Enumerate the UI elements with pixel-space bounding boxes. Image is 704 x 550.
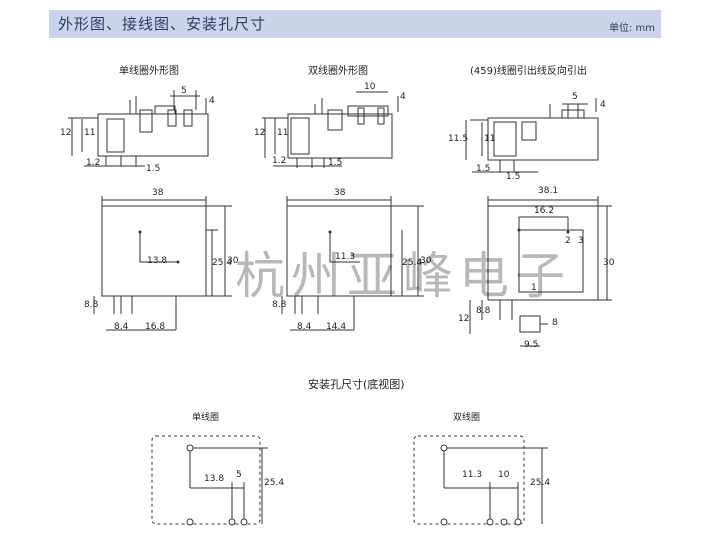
pin-hole xyxy=(240,518,248,526)
dim-label: 8.8 xyxy=(476,306,491,316)
pin-hole xyxy=(186,518,194,526)
dim-label: 8.8 xyxy=(272,300,287,310)
pin-hole xyxy=(186,444,194,452)
dim-label: 3 xyxy=(578,236,584,246)
dim-label: 1.2 xyxy=(272,156,287,166)
dim-label: 30 xyxy=(603,258,615,268)
dim-label: 5 xyxy=(181,86,187,96)
dim-label: 25.4 xyxy=(264,478,285,488)
dim-label: 25.4 xyxy=(530,478,551,488)
single-coil-mount-outline xyxy=(151,435,268,525)
dim-label: 12 xyxy=(60,128,72,138)
dim-label: 2 xyxy=(565,236,571,246)
section-header: 外形图、接线图、安装孔尺寸 单位: mm xyxy=(49,10,661,38)
dim-label: 16.8 xyxy=(145,322,166,332)
single-coil-front-outline xyxy=(93,196,232,331)
dim-label: 11 xyxy=(484,134,496,144)
single-coil-outline-title: 单线圈外形图 xyxy=(119,66,179,77)
dim-label: 16.2 xyxy=(534,206,555,216)
dim-label: 1.5 xyxy=(506,172,521,182)
pin-hole xyxy=(228,518,236,526)
single-coil-side-outline xyxy=(68,90,209,167)
pin-hole xyxy=(500,518,508,526)
dim-label: 9.5 xyxy=(524,340,539,350)
dim-label: 8 xyxy=(552,318,558,328)
pin-hole xyxy=(514,518,522,526)
dim-label: 11 xyxy=(84,128,96,138)
dim-label: 13.8 xyxy=(147,256,168,266)
double-coil-mount-outline xyxy=(413,435,548,525)
reverse-lead-front-outline xyxy=(469,196,612,347)
mount-single-title: 单线圈 xyxy=(192,413,220,423)
dim-label: 11.3 xyxy=(462,470,483,480)
double-coil-front-outline xyxy=(281,196,424,331)
dim-label: 5 xyxy=(572,92,578,102)
dim-label: 30 xyxy=(227,256,239,266)
dim-label: 8.4 xyxy=(297,322,312,332)
reverse-lead-title: (459)线圈引出线反向引出 xyxy=(470,66,587,77)
dim-label: 10 xyxy=(498,470,510,480)
dim-label: 12 xyxy=(254,128,266,138)
reverse-lead-side-outline xyxy=(465,98,599,173)
mount-double-title: 双线圈 xyxy=(453,413,481,423)
pin-hole xyxy=(440,518,448,526)
dim-label: 38 xyxy=(334,188,346,198)
dim-label: 12 xyxy=(458,314,470,324)
pin-holes xyxy=(186,444,522,526)
dim-label: 38.1 xyxy=(538,186,559,196)
dim-label: 25.4 xyxy=(402,258,423,268)
unit-label: 单位: mm xyxy=(608,23,655,34)
dim-label: 1.5 xyxy=(146,164,161,174)
dim-label: 11.3 xyxy=(335,252,356,262)
dim-label: 10 xyxy=(364,82,376,92)
dim-label: 1.2 xyxy=(86,158,101,168)
dim-label: 13.8 xyxy=(204,474,225,484)
dim-label: 1.5 xyxy=(476,164,491,174)
dim-label: 5 xyxy=(236,470,242,480)
section-title: 外形图、接线图、安装孔尺寸 xyxy=(58,15,267,33)
dim-label: 1.5 xyxy=(328,158,343,168)
dim-label: 11 xyxy=(277,128,289,138)
mount-section-title: 安装孔尺寸(底视图) xyxy=(308,378,405,391)
pin-hole xyxy=(486,518,494,526)
terminal-dots xyxy=(138,228,570,264)
dim-label: 1 xyxy=(531,283,537,293)
dim-label: 8.4 xyxy=(114,322,129,332)
pin-hole xyxy=(440,444,448,452)
dim-label: 14.4 xyxy=(326,322,347,332)
dim-label: 25.4 xyxy=(212,258,233,268)
double-coil-side-outline xyxy=(262,91,399,168)
dim-label: 4 xyxy=(209,96,215,106)
dim-label: 11.5 xyxy=(448,134,469,144)
double-coil-outline-title: 双线圈外形图 xyxy=(308,66,368,77)
dim-label: 8.8 xyxy=(84,300,99,310)
dim-label: 38 xyxy=(152,188,164,198)
dim-label: 4 xyxy=(400,92,406,102)
dim-label: 4 xyxy=(600,100,606,110)
dim-label: 30 xyxy=(420,256,432,266)
